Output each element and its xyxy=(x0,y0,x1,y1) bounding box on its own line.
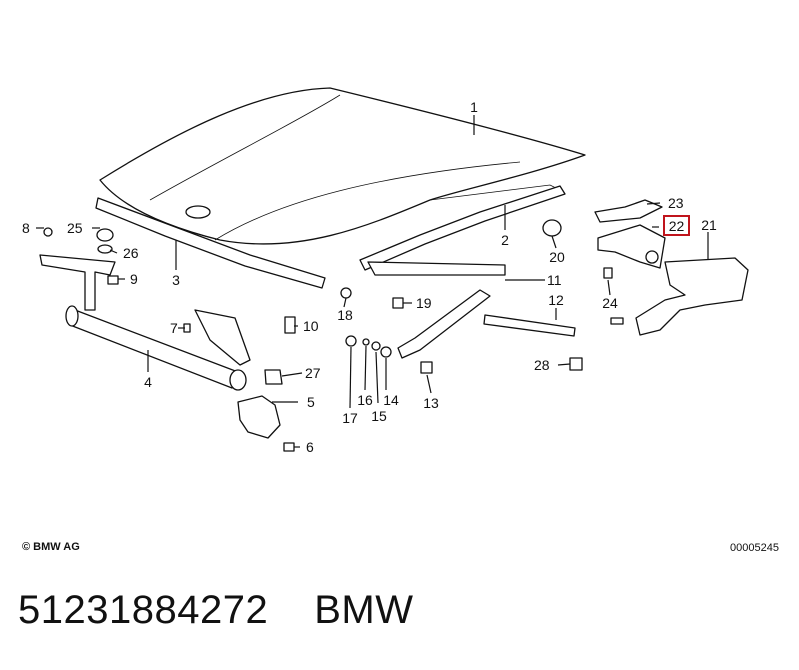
callout-22: 22 xyxy=(669,218,685,234)
left-bracket-part xyxy=(39,254,251,366)
callout-26: 26 xyxy=(123,245,139,261)
part-number: 51231884272 xyxy=(18,588,269,632)
hood-seal-part xyxy=(95,197,326,289)
callout-19: 19 xyxy=(416,295,432,311)
hood-part xyxy=(99,87,586,245)
callout-18: 18 xyxy=(337,307,353,323)
leader-lines xyxy=(36,115,709,448)
callout-10: 10 xyxy=(303,318,319,334)
hinge-arm-part xyxy=(367,261,506,359)
callout-25: 25 xyxy=(67,220,83,236)
callout-1: 1 xyxy=(470,99,478,115)
copyright-label: © BMW AG xyxy=(22,541,80,553)
rear-seal-part xyxy=(359,185,566,271)
callout-12: 12 xyxy=(548,292,564,308)
lock-shaft-part xyxy=(65,305,247,391)
callout-21: 21 xyxy=(701,217,717,233)
callout-23: 23 xyxy=(668,195,684,211)
callout-4: 4 xyxy=(144,374,152,390)
callout-5: 5 xyxy=(307,394,315,410)
brand-name: BMW xyxy=(314,588,414,632)
callout-11: 11 xyxy=(547,272,562,288)
hinge-plate-part xyxy=(597,224,666,269)
callout-16: 16 xyxy=(357,392,373,408)
hinge-part xyxy=(635,257,749,336)
callout-3: 3 xyxy=(172,272,180,288)
figure-number: 00005245 xyxy=(730,542,779,554)
callout-22-highlight-box xyxy=(663,215,690,236)
callout-27: 27 xyxy=(305,365,321,381)
callout-2: 2 xyxy=(501,232,509,248)
parts-diagram: 1 2 3 4 5 6 7 8 9 10 11 12 13 14 15 16 1… xyxy=(22,87,749,455)
grommet-part xyxy=(542,219,562,237)
callout-28: 28 xyxy=(534,357,550,373)
callout-6: 6 xyxy=(306,439,314,455)
spacer-plate-part xyxy=(594,199,663,223)
callout-15: 15 xyxy=(371,408,387,424)
gas-strut-part xyxy=(483,314,576,337)
lock-part xyxy=(237,395,281,439)
callout-13: 13 xyxy=(423,395,439,411)
callout-9: 9 xyxy=(130,271,138,287)
callout-20: 20 xyxy=(549,249,565,265)
part-footer: 51231884272 BMW xyxy=(18,588,413,633)
callout-8: 8 xyxy=(22,220,30,236)
callout-14: 14 xyxy=(383,392,399,408)
callout-7: 7 xyxy=(170,320,178,336)
callout-24: 24 xyxy=(602,295,618,311)
callout-17: 17 xyxy=(342,410,358,426)
